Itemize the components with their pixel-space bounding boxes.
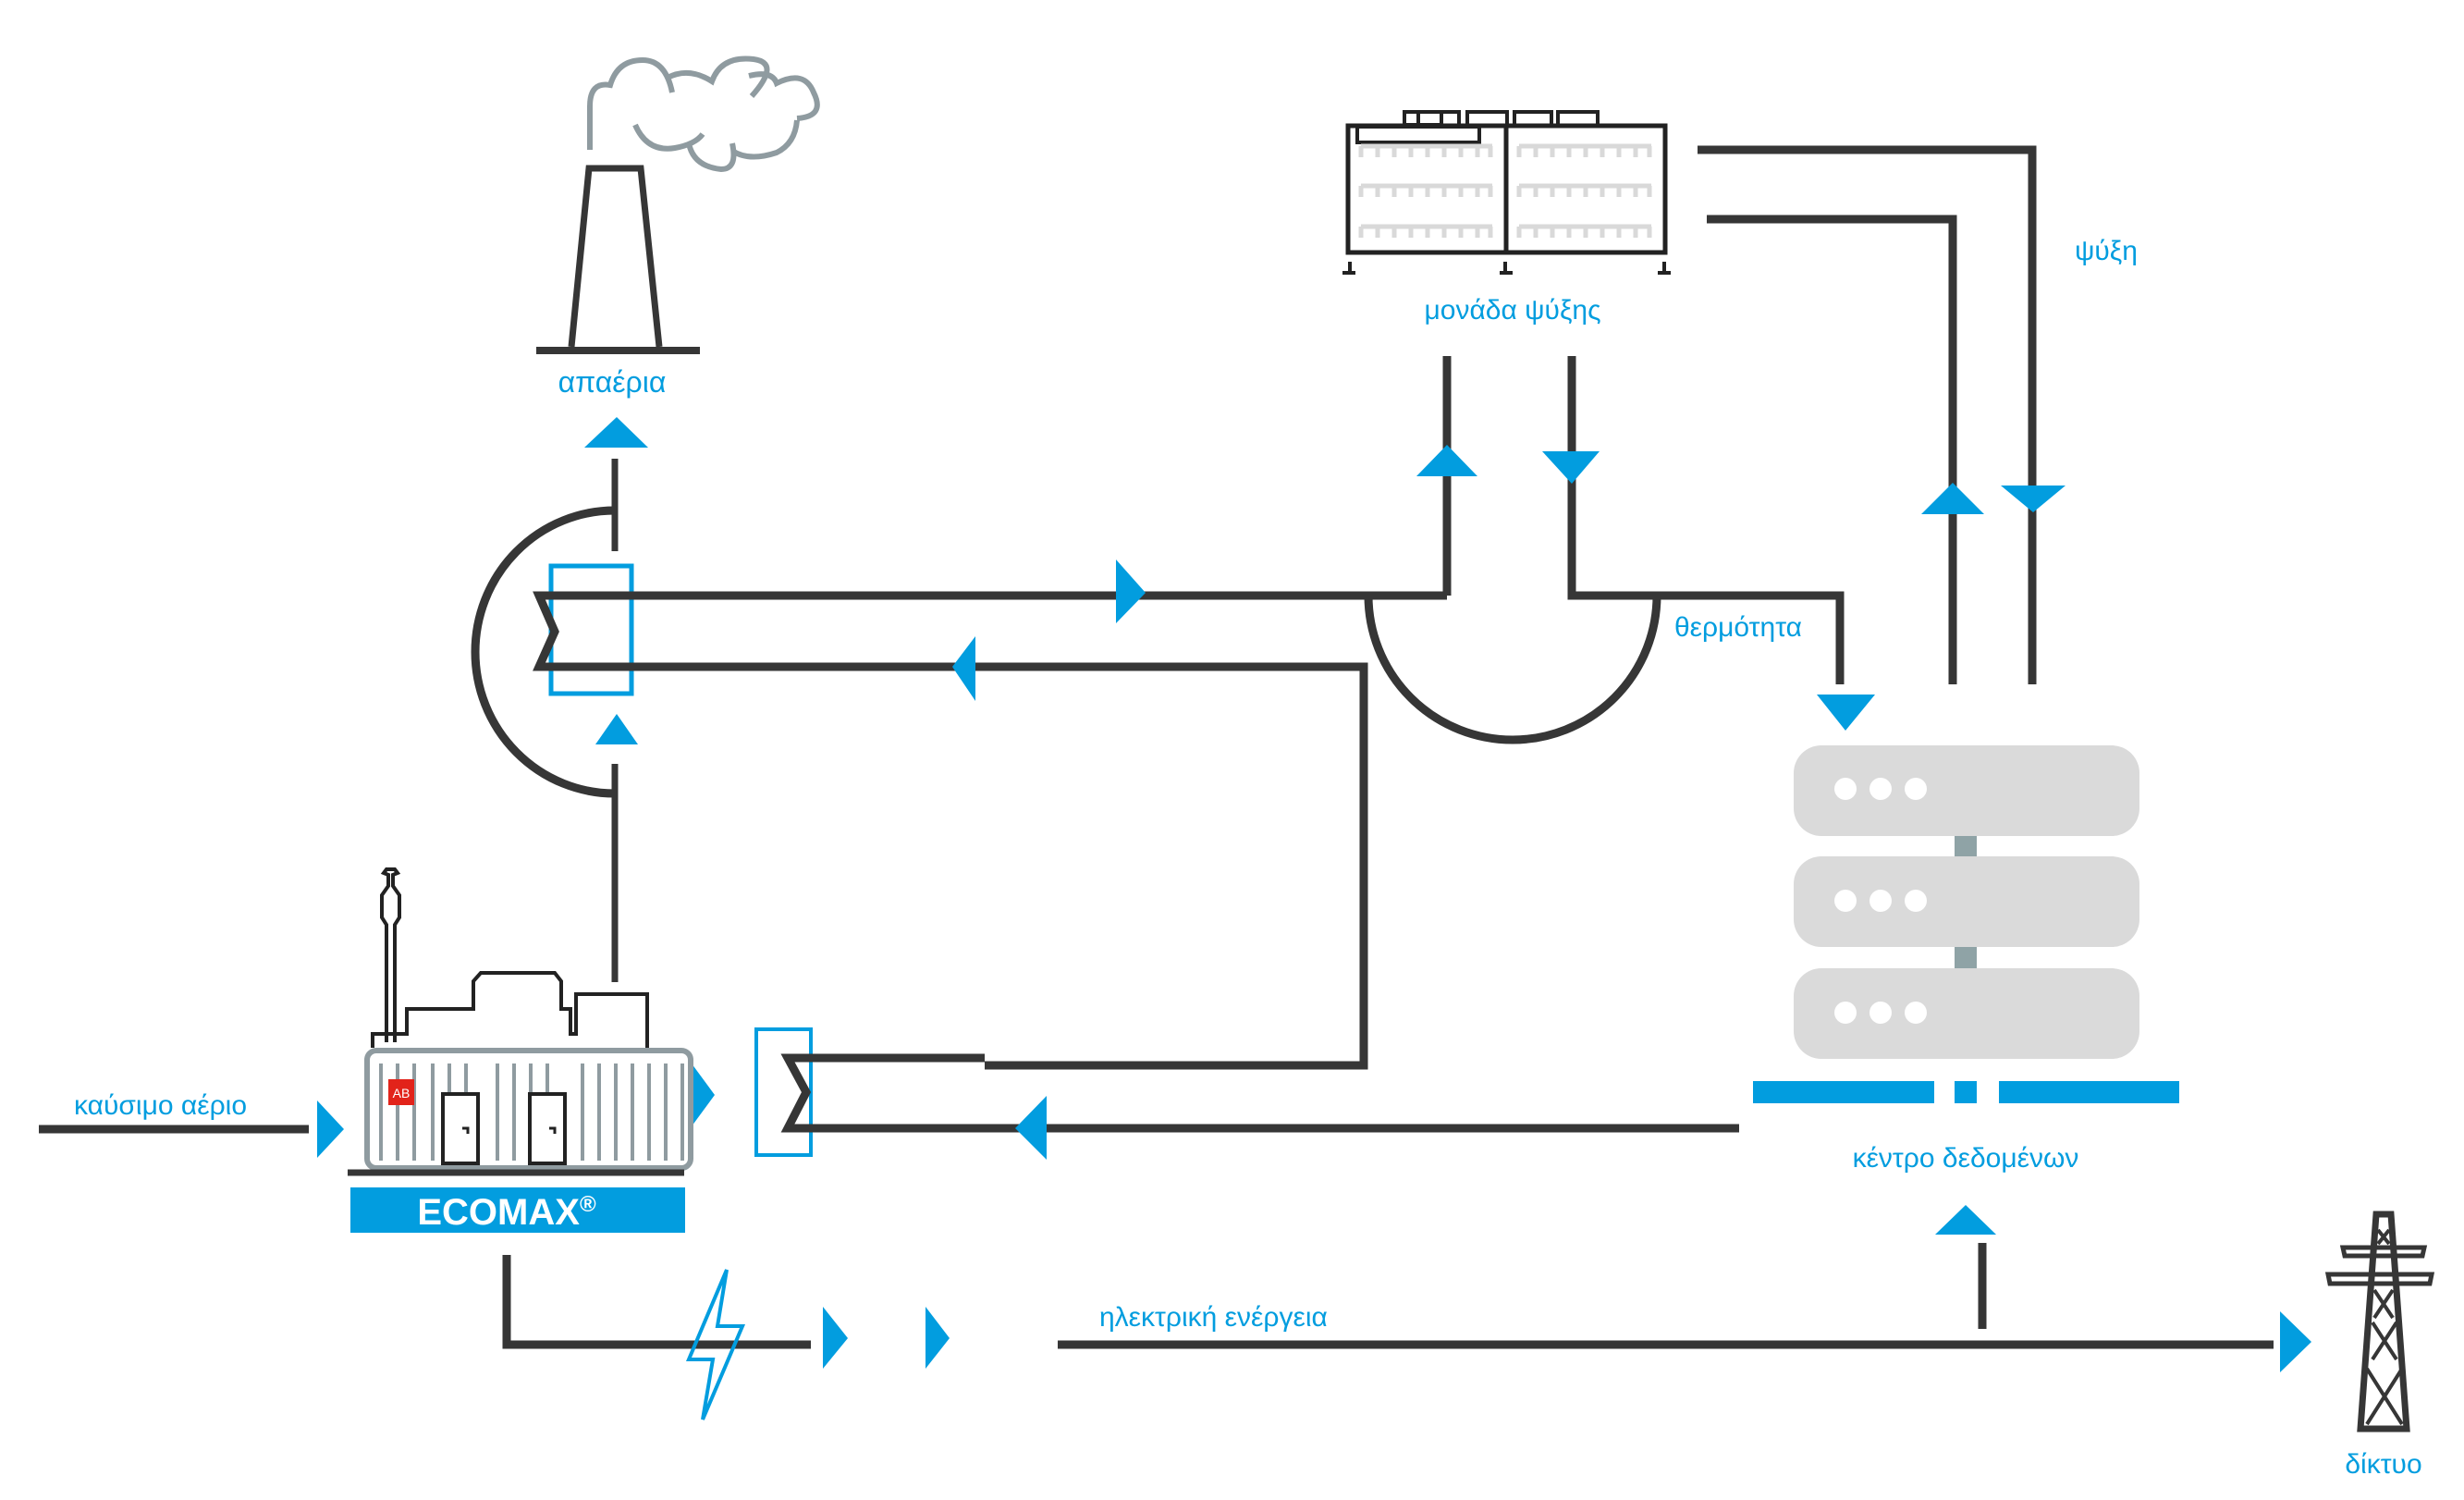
- grid-arrow: [2280, 1311, 2311, 1372]
- power-pylon-icon: [2324, 1211, 2435, 1432]
- grid-label: δίκτυο: [2345, 1449, 2421, 1480]
- chiller-icon: [1342, 110, 1671, 275]
- cooling-unit-label: μονάδα ψύξης: [1424, 295, 1600, 326]
- smoke-cloud-icon: [587, 55, 820, 173]
- ab-logo: [388, 1079, 414, 1105]
- cooling-supply-pipe: [1698, 145, 2037, 684]
- power-to-dc-arrow: [1935, 1205, 1996, 1235]
- absorption-chiller-icon: [1364, 356, 1845, 744]
- cogeneration-container-icon: AB: [348, 867, 693, 1176]
- ecomax-name: ECOMAX®: [417, 1192, 596, 1233]
- exhaust-arrow: [584, 417, 648, 448]
- engine-heat-exchanger-coil: [780, 1053, 985, 1133]
- heat-exchanger-icon: [548, 563, 634, 696]
- cooling-supply-arrow: [2001, 486, 2066, 512]
- dc-return-arrow: [1015, 1096, 1047, 1160]
- data-center-label: κέντρο δεδομένων: [1853, 1143, 2079, 1174]
- cooling-return-arrow: [1921, 483, 1984, 514]
- exhaust-label: απαέρια: [558, 365, 667, 399]
- container-door-right: [528, 1092, 567, 1165]
- chimney-icon: [536, 165, 700, 354]
- container-door-left: [441, 1092, 480, 1165]
- cooling-label: ψύξη: [2075, 236, 2138, 266]
- fuel-gas-label: καύσιμο αέριο: [74, 1090, 247, 1121]
- heat-arrow: [1817, 695, 1875, 731]
- heat-label: θερμότητα: [1674, 612, 1802, 643]
- server-rack-icon: [1794, 745, 2139, 1059]
- flow-arrow-right: [1116, 559, 1146, 623]
- engine-to-exchanger-arrow: [692, 1064, 715, 1126]
- electric-arrow-2: [926, 1307, 950, 1369]
- lightning-bolt-icon: [685, 1269, 746, 1420]
- electric-pipe-1: [502, 1255, 811, 1349]
- ab-logo-text: AB: [393, 1086, 411, 1100]
- from-chiller-arrow: [1542, 451, 1600, 484]
- ecomax-badge: [350, 1187, 685, 1233]
- fuel-gas-arrow: [317, 1100, 344, 1158]
- chiller-fins: [1358, 143, 1652, 238]
- data-center-base: [1753, 1081, 2179, 1103]
- electric-arrow-1: [823, 1307, 848, 1369]
- flow-arrow-left: [952, 636, 975, 701]
- exhaust-heat-exchanger: [471, 459, 1447, 1070]
- exhaust-up-arrow: [595, 714, 638, 744]
- cooling-return-pipe: [1707, 215, 1957, 684]
- electric-energy-label: ηλεκτρική ενέργεια: [1099, 1302, 1328, 1333]
- to-chiller-arrow: [1416, 445, 1477, 476]
